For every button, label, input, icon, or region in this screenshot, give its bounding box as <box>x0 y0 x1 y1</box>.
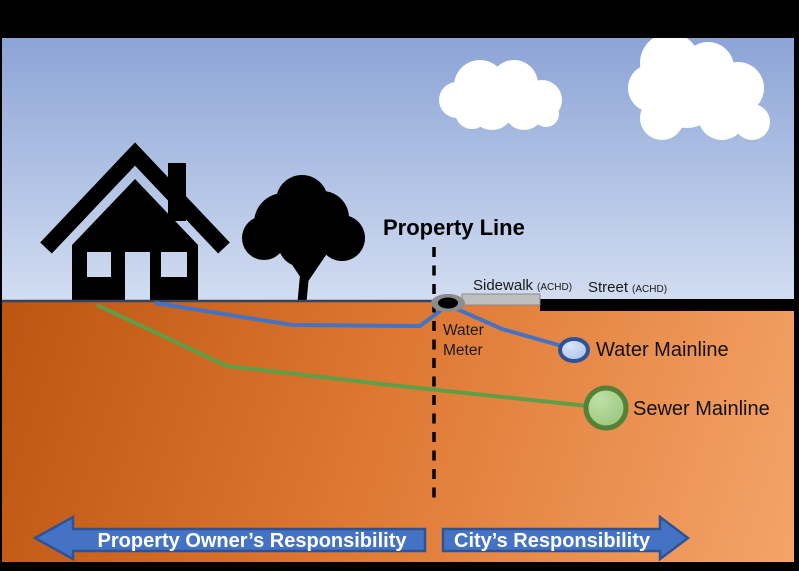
cloud-small-icon <box>439 60 562 130</box>
sidewalk-strip <box>461 293 541 306</box>
street-label: Street(ACHD) <box>588 279 667 296</box>
city-arrow-shape <box>441 514 691 562</box>
utility-responsibility-diagram: Property Line Sidewalk(ACHD) Street(ACHD… <box>2 38 794 562</box>
sewer-mainline-circle <box>583 385 629 431</box>
water-mainline-label: Water Mainline <box>596 339 729 361</box>
city-responsibility-arrow: City’s Responsibility <box>441 514 691 562</box>
cloud-large-icon <box>628 38 770 140</box>
owner-responsibility-label: Property Owner’s Responsibility <box>98 530 408 552</box>
water-meter-label-line2: Meter <box>443 342 483 359</box>
street-strip <box>540 299 794 311</box>
owner-responsibility-arrow: Property Owner’s Responsibility <box>32 514 427 562</box>
owner-arrow-shape <box>32 514 427 562</box>
tree-icon <box>242 175 365 307</box>
water-mainline-circle <box>558 337 590 363</box>
sidewalk-label: Sidewalk(ACHD) <box>473 277 572 294</box>
water-meter-label-line1: Water <box>443 322 484 339</box>
diagram-canvas: Property Line Sidewalk(ACHD) Street(ACHD… <box>2 38 794 562</box>
city-responsibility-label: City’s Responsibility <box>454 530 651 552</box>
sewer-mainline-label: Sewer Mainline <box>633 398 770 420</box>
water-pipe-line <box>154 301 563 348</box>
house-icon <box>40 142 230 302</box>
sewer-pipe-line <box>96 303 589 408</box>
water-meter-dot <box>431 294 465 312</box>
property-line-label: Property Line <box>383 215 525 240</box>
